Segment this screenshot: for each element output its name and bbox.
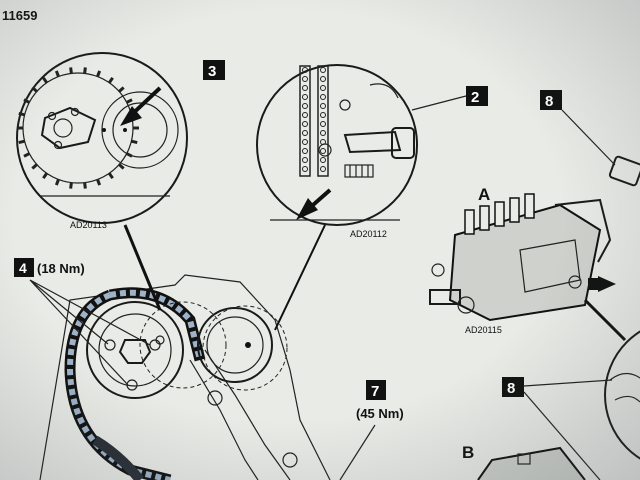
injector-outlet	[494, 201, 505, 227]
gear-tooth	[23, 98, 30, 104]
chain-link	[320, 103, 326, 109]
gear-tooth	[96, 178, 102, 186]
gear-tooth	[69, 182, 73, 189]
chain-link	[302, 157, 308, 163]
gear-tooth	[18, 139, 25, 145]
chain-link	[302, 148, 308, 154]
injection-pump-a	[429, 193, 616, 322]
chain-link	[320, 85, 326, 91]
gear-tooth	[118, 163, 125, 170]
chain-link	[302, 130, 308, 136]
injector-outlet	[509, 197, 520, 223]
timing-mark	[123, 128, 127, 132]
gear-tooth	[126, 98, 133, 104]
gear-tooth	[31, 163, 38, 170]
gear-tooth	[54, 70, 60, 78]
torque-7: (45 Nm)	[356, 406, 404, 421]
pump-a-label: A	[478, 185, 490, 204]
chain-link	[320, 130, 326, 136]
crankshaft-gear	[86, 301, 184, 399]
chain-link	[320, 76, 326, 82]
detail-2-circle: AD20112	[256, 64, 418, 239]
injection-pump-gear	[197, 307, 273, 383]
chain-link	[302, 67, 308, 73]
badge-2: 2	[466, 86, 488, 106]
gear-tooth	[42, 172, 48, 180]
injector-outlet	[524, 193, 535, 219]
injection-pump-b	[477, 446, 586, 480]
detail-3-caption: AD20113	[70, 220, 107, 230]
chain-link	[320, 94, 326, 100]
chain-link	[320, 67, 326, 73]
torque-4: (18 Nm)	[37, 261, 85, 276]
detail-2-arrow	[296, 188, 332, 220]
detail-2-caption: AD20112	[350, 229, 387, 239]
badge-4: 4	[14, 258, 34, 277]
chain-link	[302, 103, 308, 109]
gear-tooth	[108, 172, 114, 180]
pump-b-label: B	[462, 443, 474, 462]
detail-3-arrow	[120, 86, 162, 126]
svg-text:8: 8	[545, 93, 553, 110]
gear-tooth	[83, 67, 87, 74]
badge-8-bottom: 8	[502, 377, 524, 397]
gear-tooth	[18, 111, 25, 117]
svg-text:8: 8	[507, 380, 515, 397]
svg-text:4: 4	[19, 260, 27, 276]
gear-tooth	[118, 86, 125, 93]
injector-outlet	[464, 209, 475, 235]
svg-text:3: 3	[208, 63, 216, 80]
gear-tooth	[69, 67, 73, 74]
chain-link	[320, 157, 326, 163]
svg-text:2: 2	[471, 89, 479, 106]
gear-tooth	[131, 139, 138, 145]
detail-3-circle: AD20113	[16, 52, 188, 230]
chain-link	[320, 166, 326, 172]
detail-3-small-gear	[101, 91, 179, 169]
gear-tooth	[96, 70, 102, 78]
badge-7: 7	[366, 380, 386, 400]
gear-tooth	[54, 178, 60, 186]
chain-link	[302, 94, 308, 100]
sensor-part	[608, 155, 640, 187]
chain-link	[320, 121, 326, 127]
detail-2-chain	[299, 65, 329, 177]
chain-link	[320, 148, 326, 154]
gear-tooth	[23, 152, 30, 158]
chain-link	[320, 112, 326, 118]
gear-tooth	[108, 76, 114, 84]
badge-3: 3	[203, 60, 225, 80]
timing-mark	[102, 128, 106, 132]
svg-text:7: 7	[371, 383, 379, 400]
document-id: 11659	[2, 8, 37, 23]
injector-outlet	[479, 205, 490, 231]
gear-tooth	[42, 76, 48, 84]
detail-2-tensioner	[318, 83, 415, 178]
gear-tooth	[31, 86, 38, 93]
detail-right-circle	[604, 330, 640, 460]
chain-link	[302, 85, 308, 91]
chain-link	[302, 166, 308, 172]
chain-link	[302, 121, 308, 127]
chain-link	[302, 112, 308, 118]
chain-link	[302, 76, 308, 82]
gear-tooth	[83, 182, 87, 189]
detail-3-hub	[40, 106, 97, 150]
pump-a-caption: AD20115	[465, 325, 502, 335]
chain-link	[302, 139, 308, 145]
badge-8-top: 8	[540, 90, 562, 110]
